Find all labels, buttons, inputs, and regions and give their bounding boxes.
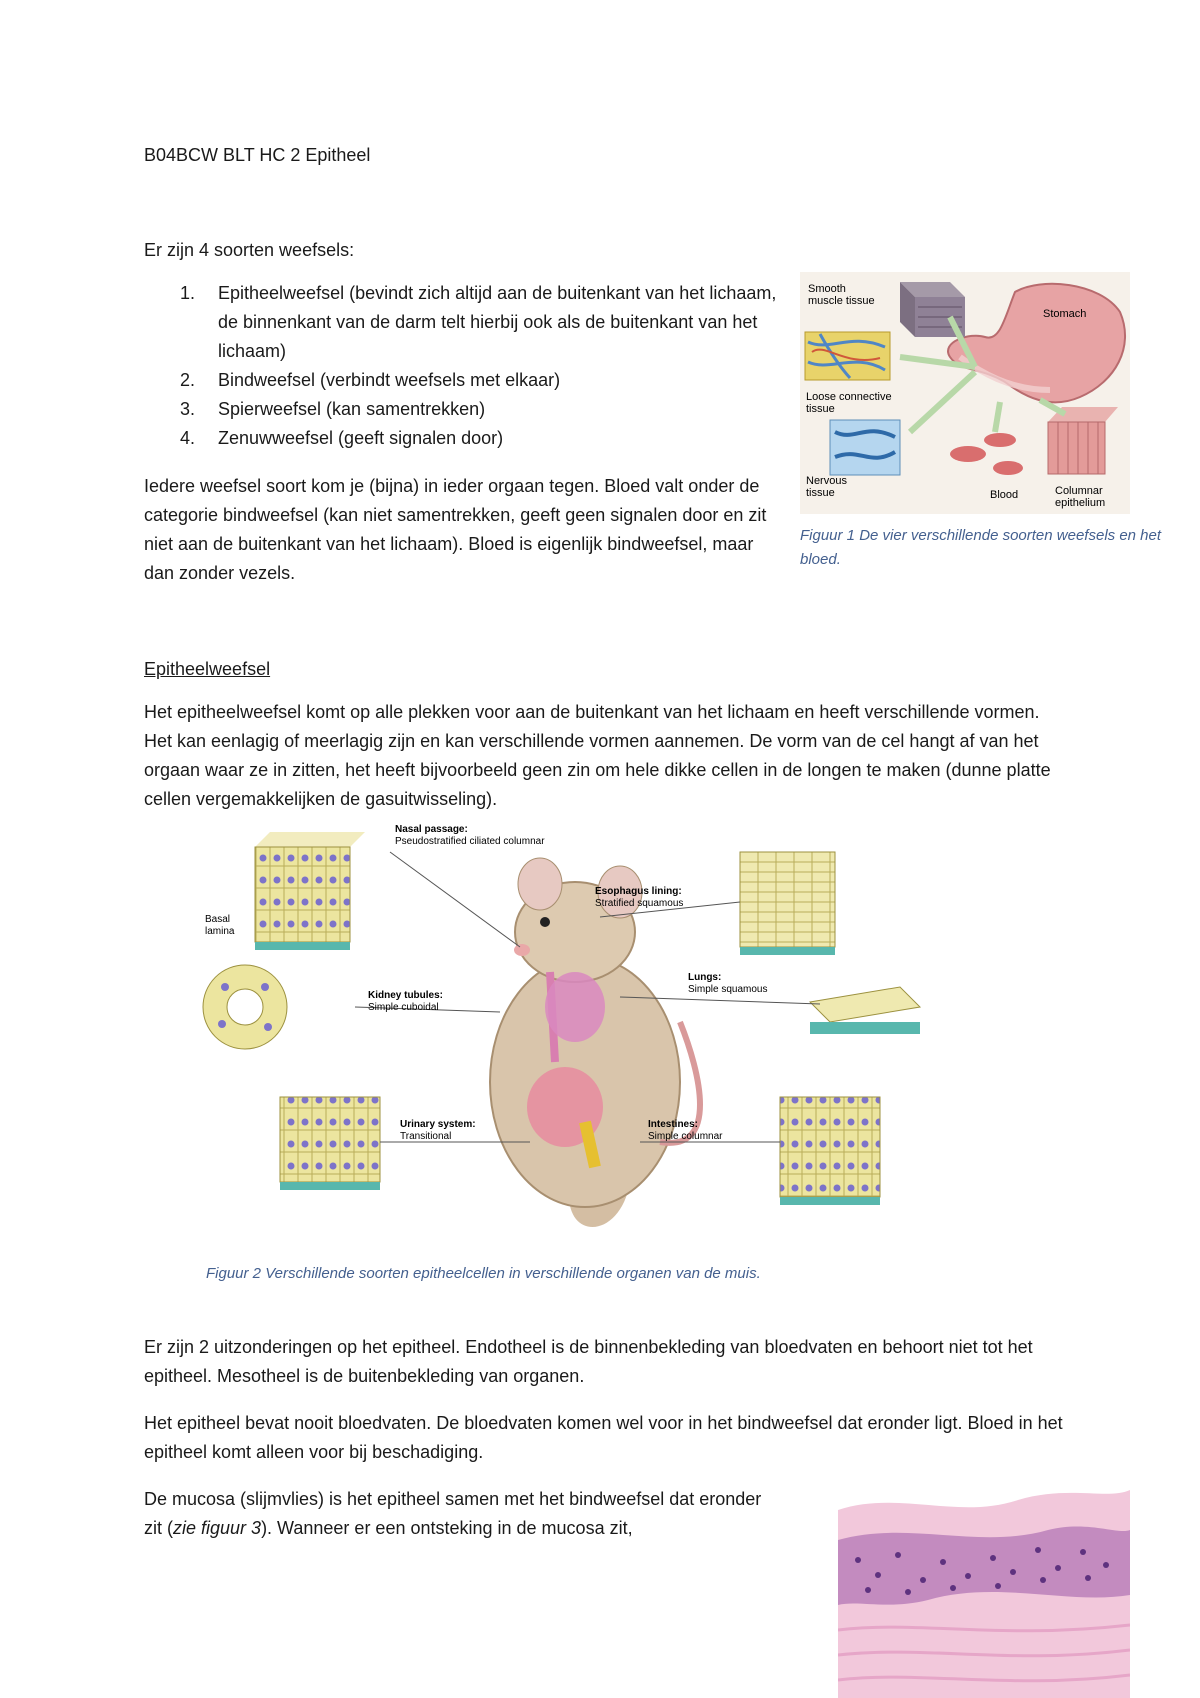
label-esophagus: Esophagus lining: — [595, 886, 682, 897]
paragraph-blood-vessels: Het epitheel bevat nooit bloedvaten. De … — [144, 1413, 1063, 1462]
label-urinary-2: Transitional — [400, 1131, 451, 1142]
label-kidney-2: Simple cuboidal — [368, 1002, 439, 1013]
label-loose: Loose connective — [806, 391, 892, 403]
list-item-text: Epitheelweefsel (bevindt zich altijd aan… — [218, 283, 777, 361]
paragraph-mucosa: De mucosa (slijmvlies) is het epitheel s… — [144, 1485, 784, 1543]
list-item-text: Zenuwweefsel (geeft signalen door) — [218, 428, 504, 448]
label-smooth: Smooth — [808, 283, 846, 295]
fibers — [838, 1623, 1130, 1683]
list-item: 1. Epitheelweefsel (bevindt zich altijd a… — [144, 279, 784, 366]
esophagus-block — [739, 851, 836, 955]
list-number: 1. — [180, 283, 196, 303]
section-heading: Epitheelweefsel — [144, 659, 271, 679]
label-smooth-2: muscle tissue — [808, 295, 875, 307]
nervous-tissue — [829, 419, 901, 476]
paragraph-exceptions: Er zijn 2 uitzonderingen op het epitheel… — [144, 1337, 1033, 1386]
loose-connective-tissue — [804, 331, 891, 381]
paragraph-blood: Iedere weefsel soort kom je (bijna) in i… — [144, 476, 767, 583]
label-urinary: Urinary system: — [400, 1119, 476, 1130]
arrows — [899, 315, 1067, 435]
intestine-block — [779, 1096, 881, 1205]
smooth-muscle-cube — [900, 282, 965, 337]
label-kidney: Kidney tubules: — [368, 990, 443, 1001]
nuclei — [855, 1547, 1109, 1595]
label-intestines-2: Simple columnar — [648, 1131, 723, 1142]
mucosa-text-b: ). Wanneer er een ontsteking in de mucos… — [261, 1518, 633, 1538]
nasal-block — [254, 832, 365, 950]
label-nervous-2: tissue — [806, 487, 835, 499]
list-item: 2. Bindweefsel (verbindt weefsels met elk… — [144, 366, 784, 395]
list-item-text: Bindweefsel (verbindt weefsels met elkaa… — [218, 370, 561, 390]
lungs-block — [808, 986, 922, 1034]
label-basal-2: lamina — [205, 926, 235, 937]
kidney-ring — [202, 964, 288, 1050]
paragraph-epithelium: Het epitheelweefsel komt op alle plekken… — [144, 702, 1051, 809]
intro-text: Er zijn 4 soorten weefsels: — [144, 240, 355, 260]
label-nasal-2: Pseudostratified ciliated columnar — [395, 836, 545, 847]
list-item-text: Spierweefsel (kan samentrekken) — [218, 399, 486, 419]
figure-reference: zie figuur 3 — [173, 1518, 262, 1538]
figure-1-tissues: Smooth muscle tissue Stomach Loose conne… — [800, 272, 1130, 514]
label-nasal: Nasal passage: — [395, 824, 468, 835]
list-item: 3. Spierweefsel (kan samentrekken) — [144, 395, 784, 424]
label-loose-2: tissue — [806, 403, 835, 415]
list-item: 4. Zenuwweefsel (geeft signalen door) — [144, 424, 784, 453]
figure-2-caption: Figuur 2 Verschillende soorten epitheelc… — [206, 1265, 761, 1282]
list-number: 4. — [180, 428, 196, 448]
label-intestines: Intestines: — [648, 1119, 698, 1130]
leader-lines — [354, 851, 821, 1143]
label-lungs-2: Simple squamous — [688, 984, 767, 995]
mucosa-text-a: De mucosa (slijmvlies) is het epitheel s… — [144, 1489, 762, 1538]
label-blood: Blood — [990, 489, 1018, 501]
label-columnar-2: epithelium — [1055, 497, 1105, 509]
blood-cells — [950, 433, 1023, 475]
label-lungs: Lungs: — [688, 972, 721, 983]
label-stomach: Stomach — [1043, 308, 1086, 320]
document-title: B04BCW BLT HC 2 Epitheel — [144, 145, 371, 165]
figure-1-caption: Figuur 1 De vier verschillende soorten w… — [800, 527, 1162, 568]
label-basal: Basal — [205, 914, 230, 925]
figure-2-mouse-epithelia: Nasal passage: Pseudostratified ciliated… — [202, 824, 922, 1227]
label-nervous: Nervous — [806, 475, 847, 487]
list-number: 3. — [180, 399, 196, 419]
tissue-list: 1. Epitheelweefsel (bevindt zich altijd a… — [144, 279, 784, 453]
urinary-block — [279, 1096, 381, 1190]
label-esophagus-2: Stratified squamous — [595, 898, 683, 909]
figure-3-histology — [838, 1480, 1130, 1698]
columnar-epithelium-block — [1047, 407, 1118, 475]
list-number: 2. — [180, 370, 196, 390]
mouse-illustration — [489, 857, 703, 1227]
stomach-shape — [947, 282, 1126, 404]
label-columnar: Columnar — [1055, 485, 1103, 497]
